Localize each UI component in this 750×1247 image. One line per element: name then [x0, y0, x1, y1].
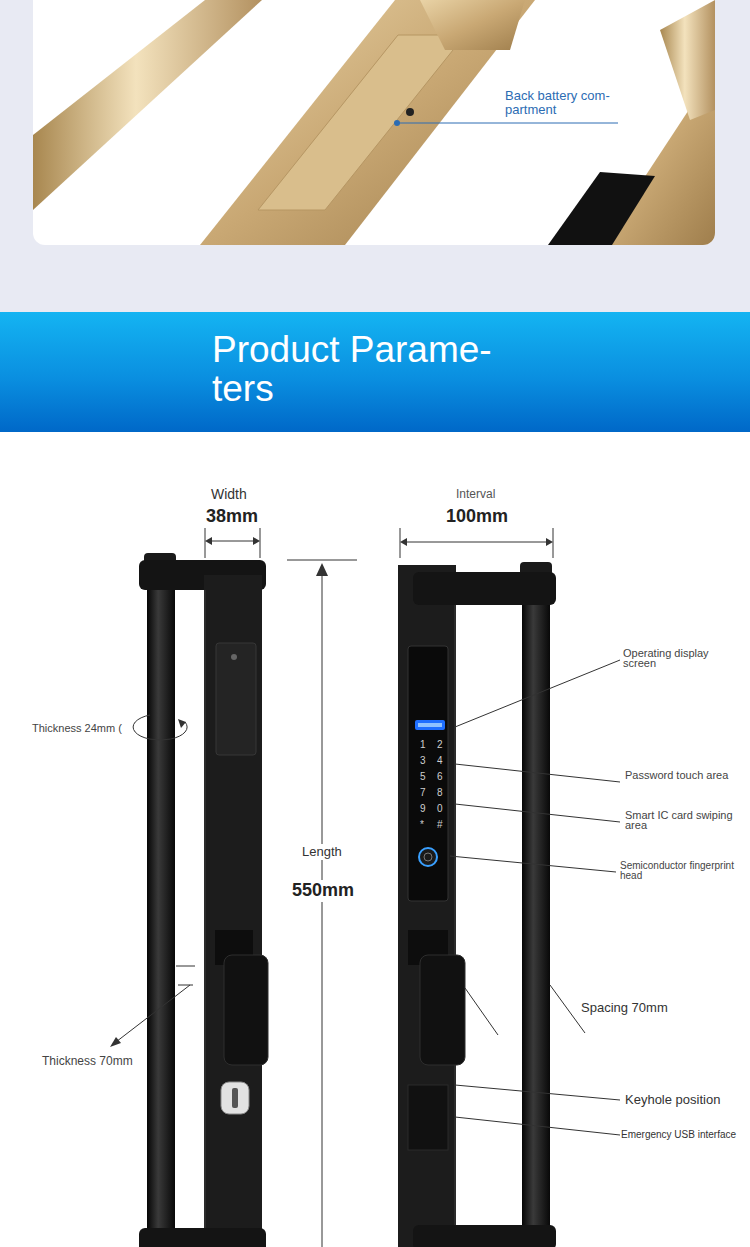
callout-label: Keyhole position	[625, 1093, 720, 1107]
keypad-digit: 3	[420, 755, 426, 766]
section-title: Product Parame- ters	[212, 331, 512, 409]
dimension-name: Width	[211, 487, 247, 502]
dimension-label: Thickness 24mm (	[32, 722, 122, 734]
dimension-name: Length	[299, 844, 345, 860]
callout-label: Spacing 70mm	[581, 1001, 668, 1015]
callout-label: Semiconductor fingerprint head	[620, 861, 746, 880]
keypad-digit: 7	[420, 787, 426, 798]
keypad-digit: 1	[420, 739, 426, 750]
callout-label: Emergency USB interface	[621, 1129, 736, 1140]
dimension-label: Thickness 70mm	[42, 1055, 133, 1068]
dimension-value: 550mm	[289, 880, 357, 902]
keypad-digit: 8	[437, 787, 443, 798]
dimension-name: Interval	[456, 488, 495, 501]
callout-label: Back battery com- partment	[505, 89, 630, 116]
callout-label: Smart IC card swiping area	[625, 810, 745, 831]
keypad-digit: 5	[420, 771, 426, 782]
dimension-value: 38mm	[206, 507, 258, 527]
callout-label: Password touch area	[625, 770, 735, 780]
dimension-value: 100mm	[446, 507, 508, 527]
keypad-digit: *	[420, 819, 424, 830]
callout-label: Operating display screen	[623, 648, 733, 669]
keypad-digit: #	[437, 819, 443, 830]
keypad-digit: 4	[437, 755, 443, 766]
keypad-digit: 0	[437, 803, 443, 814]
keypad-digit: 9	[420, 803, 426, 814]
keypad-digit: 2	[437, 739, 443, 750]
keypad-digit: 6	[437, 771, 443, 782]
